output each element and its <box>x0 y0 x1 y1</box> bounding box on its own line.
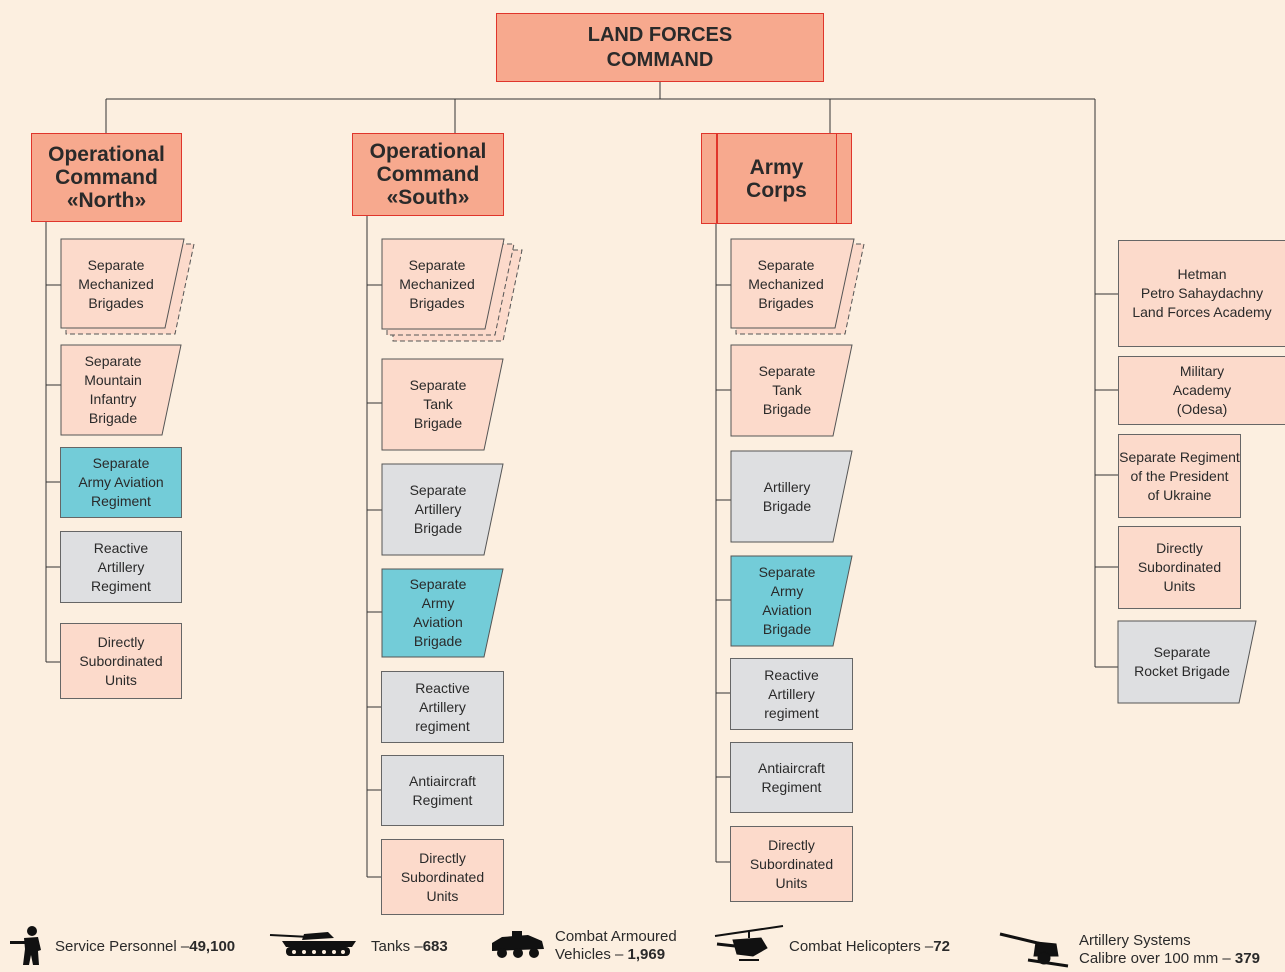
north-direct-box: Directly Subordinated Units <box>60 623 182 699</box>
south-mechanized-label: Separate Mechanized Brigades <box>399 256 475 311</box>
legend-tanks-label: Tanks – <box>371 938 423 955</box>
north-reactive-box: Reactive Artillery Regiment <box>60 531 182 603</box>
legend-armoured-value: 1,969 <box>627 946 666 963</box>
legend-artillery-value: 379 <box>1234 950 1260 967</box>
command-north-box: Operational Command «North» <box>31 133 182 222</box>
north-aviation-label: Separate Army Aviation Regiment <box>78 455 164 509</box>
south-reactive-label: Reactive Artillery regiment <box>415 679 470 734</box>
corps-mechanized-shape <box>730 238 865 335</box>
legend-armoured-line1: Combat Armoured <box>555 928 677 945</box>
command-north-label: Operational Command «North» <box>48 143 165 212</box>
legend-armoured: Combat Armoured Vehicles – 1,969 <box>555 928 677 964</box>
legend-personnel: Service Personnel – 49,100 <box>55 938 235 956</box>
academy-hetman-label: Hetman Petro Sahaydachny Land Forces Aca… <box>1132 266 1272 320</box>
corps-mechanized-label: Separate Mechanized Brigades <box>748 256 824 311</box>
soldier-icon <box>10 926 41 965</box>
command-south-box: Operational Command «South» <box>352 133 504 216</box>
military-academy-box: Military Academy (Odesa) <box>1118 356 1285 425</box>
command-south-label: Operational Command «South» <box>369 140 487 209</box>
corps-direct-label: Directly Subordinated Units <box>749 836 834 891</box>
corps-antiaircraft-box: Antiaircraft Regiment <box>730 742 853 813</box>
south-tank-label: Separate Tank Brigade <box>409 377 467 431</box>
legend-armoured-line2: Vehicles – <box>555 946 628 963</box>
corps-artillery-shape <box>730 450 853 543</box>
south-artillery-shape <box>381 463 504 556</box>
legend-helicopters-label: Combat Helicopters – <box>789 938 934 955</box>
land-forces-command-box: LAND FORCES COMMAND <box>496 13 824 82</box>
corps-tank-shape <box>730 344 853 437</box>
legend-helicopters: Combat Helicopters – 72 <box>789 938 950 956</box>
armoured-vehicle-icon <box>492 931 544 958</box>
legend-personnel-label: Service Personnel – <box>55 938 190 955</box>
direct-units-box: Directly Subordinated Units <box>1118 526 1241 609</box>
south-artillery-label: Separate Artillery Brigade <box>409 482 467 536</box>
direct-units-label: Directly Subordinated Units <box>1137 540 1222 594</box>
legend-tanks: Tanks – 683 <box>371 938 448 956</box>
army-corps-label: Army Corps <box>746 155 807 202</box>
north-direct-label: Directly Subordinated Units <box>79 633 163 688</box>
south-direct-box: Directly Subordinated Units <box>381 839 504 915</box>
legend-artillery-line2: Calibre over 100 mm – <box>1079 950 1235 967</box>
south-mechanized-shape <box>381 238 523 342</box>
north-mountain-shape <box>60 344 182 436</box>
legend-tanks-value: 683 <box>422 938 448 955</box>
south-reactive-box: Reactive Artillery regiment <box>381 671 504 743</box>
legend-artillery: Artillery Systems Calibre over 100 mm – … <box>1079 932 1260 968</box>
south-aviation-label: Separate Army Aviation Brigade <box>409 576 467 649</box>
artillery-icon <box>999 932 1069 968</box>
rocket-brigade-label: Separate Rocket Brigade <box>1134 644 1230 679</box>
army-corps-box: Army Corps <box>701 133 852 224</box>
north-reactive-label: Reactive Artillery Regiment <box>91 539 151 594</box>
north-mechanized-label: Separate Mechanized Brigades <box>78 256 154 311</box>
south-tank-shape <box>381 358 504 451</box>
academy-hetman-box: Hetman Petro Sahaydachny Land Forces Aca… <box>1118 240 1285 347</box>
tank-icon <box>269 932 356 956</box>
legend-helicopters-value: 72 <box>933 938 950 955</box>
corps-reactive-label: Reactive Artillery regiment <box>764 666 819 721</box>
presidential-regiment-box: Separate Regiment of the President of Uk… <box>1118 434 1241 518</box>
legend-personnel-value: 49,100 <box>189 938 236 955</box>
south-antiaircraft-label: Antiaircraft Regiment <box>409 772 476 808</box>
corps-tank-label: Separate Tank Brigade <box>758 363 816 417</box>
root-label: LAND FORCES COMMAND <box>587 23 733 71</box>
corps-aviation-label: Separate Army Aviation Brigade <box>758 564 816 637</box>
corps-antiaircraft-label: Antiaircraft Regiment <box>758 759 825 795</box>
corps-direct-box: Directly Subordinated Units <box>730 826 853 902</box>
corps-artillery-label: Artillery Brigade <box>762 478 812 514</box>
legend-artillery-line1: Artillery Systems <box>1079 932 1191 949</box>
corps-aviation-shape <box>730 555 853 647</box>
rocket-brigade-shape <box>1117 620 1257 704</box>
north-mountain-label: Separate Mountain Infantry Brigade <box>84 353 142 426</box>
corps-reactive-box: Reactive Artillery regiment <box>730 658 853 730</box>
south-direct-label: Directly Subordinated Units <box>400 849 485 904</box>
military-academy-label: Military Academy (Odesa) <box>1172 363 1232 417</box>
helicopter-icon <box>714 925 784 961</box>
north-aviation-box: Separate Army Aviation Regiment <box>60 447 182 518</box>
south-aviation-shape <box>381 568 504 658</box>
north-mechanized-shape <box>60 238 195 335</box>
south-antiaircraft-box: Antiaircraft Regiment <box>381 755 504 826</box>
presidential-regiment-label: Separate Regiment of the President of Uk… <box>1119 448 1240 503</box>
